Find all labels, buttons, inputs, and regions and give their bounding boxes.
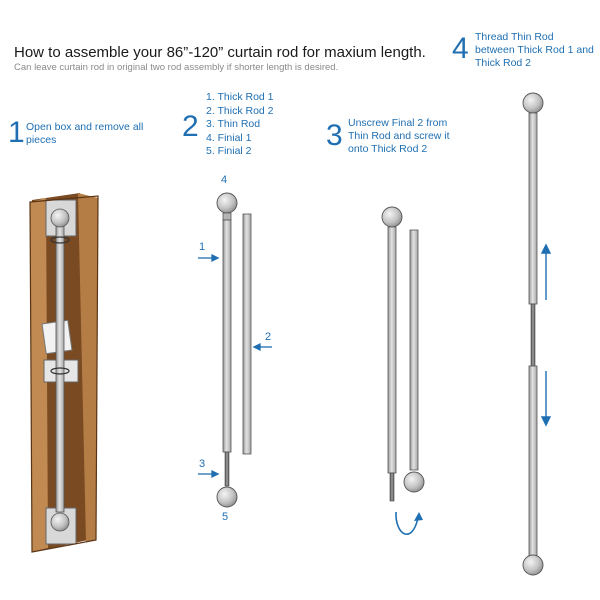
- box-outline: [29, 195, 99, 553]
- step-2-number: 2: [182, 110, 199, 143]
- parts-list: 1. Thick Rod 1 2. Thick Rod 2 3. Thin Ro…: [206, 91, 274, 159]
- step-3-text-line: Unscrew Final 2 from: [348, 117, 448, 129]
- step-1-number: 1: [8, 116, 25, 149]
- step3-thick-rod-1: [387, 226, 397, 474]
- parts-list-item: 2. Thick Rod 2: [206, 104, 274, 117]
- step4-finial-1: [522, 92, 544, 114]
- arrow-head-thick-rod-1: [211, 253, 220, 263]
- thick-rod-2: [242, 213, 252, 455]
- page-subtitle: Can leave curtain rod in original two ro…: [14, 62, 339, 73]
- step-4-text: Thread Thin Rod between Thick Rod 1 and …: [475, 31, 594, 70]
- step4-thick-rod-2: [528, 365, 538, 557]
- boxed-rod: [55, 221, 65, 513]
- step-1-text-line: Open box and remove all: [26, 121, 144, 133]
- open-box-illustration: [29, 193, 99, 553]
- boxed-finial-bottom: [50, 512, 70, 532]
- thick-rod-1: [222, 219, 232, 453]
- step-3-text-line: Thin Rod and screw it: [348, 130, 450, 142]
- box-left-flap: [30, 198, 48, 552]
- step-4-text-line: between Thick Rod 1 and: [475, 44, 594, 56]
- boxed-rod-ring-top: [50, 236, 70, 244]
- boxed-rod-ring-middle: [50, 367, 70, 375]
- step3-finial-top: [381, 206, 403, 228]
- callout-thin-rod: 3: [199, 458, 206, 470]
- unscrew-illustration: [381, 206, 425, 535]
- boxed-finial-top: [50, 208, 70, 228]
- step-3-number: 3: [326, 119, 343, 152]
- step-1-text: Open box and remove all pieces: [26, 121, 143, 147]
- step3-thick-rod-2: [409, 229, 419, 471]
- parts-list-item: 4. Finial 1: [206, 131, 252, 144]
- parts-list-item: 5. Finial 2: [206, 145, 252, 157]
- step4-thick-rod-1: [528, 112, 538, 305]
- step-4-number: 4: [452, 32, 469, 65]
- callout-thick-rod-1: 1: [199, 241, 206, 253]
- step-4-text-line: Thread Thin Rod: [475, 31, 554, 43]
- parts-list-item: 3. Thin Rod: [206, 118, 261, 130]
- step3-thin-rod: [389, 472, 395, 502]
- callout-finial-1: 4: [221, 174, 228, 186]
- rotate-arrow-icon: [395, 511, 419, 535]
- step4-finial-2: [522, 554, 544, 576]
- arrow-up-head: [540, 243, 552, 254]
- step-3-text-line: onto Thick Rod 2: [348, 143, 428, 155]
- step3-finial-2: [403, 471, 425, 493]
- callout-finial-2: 5: [222, 511, 229, 523]
- rotate-arrow-head: [414, 512, 423, 521]
- finial-1-neck: [222, 212, 232, 221]
- arrow-head-thick-rod-2: [252, 342, 261, 352]
- step-4-text-line: Thick Rod 2: [475, 57, 532, 69]
- thin-rod: [224, 451, 230, 487]
- step-3-text: Unscrew Final 2 from Thin Rod and screw …: [348, 117, 450, 156]
- step4-thin-rod: [530, 303, 536, 367]
- arrow-head-thin-rod: [211, 469, 220, 479]
- assembled-rod-illustration: [522, 92, 552, 576]
- page-title: How to assemble your 86”-120” curtain ro…: [14, 44, 426, 61]
- box-right-flap: [78, 193, 98, 542]
- finial-2: [216, 486, 238, 508]
- parts-list-item: 1. Thick Rod 1: [206, 91, 274, 103]
- parts-illustration: [198, 192, 272, 508]
- step-1-text-line: pieces: [26, 134, 57, 146]
- finial-1: [216, 192, 238, 214]
- arrow-down-head: [540, 416, 552, 427]
- callout-thick-rod-2: 2: [265, 331, 272, 343]
